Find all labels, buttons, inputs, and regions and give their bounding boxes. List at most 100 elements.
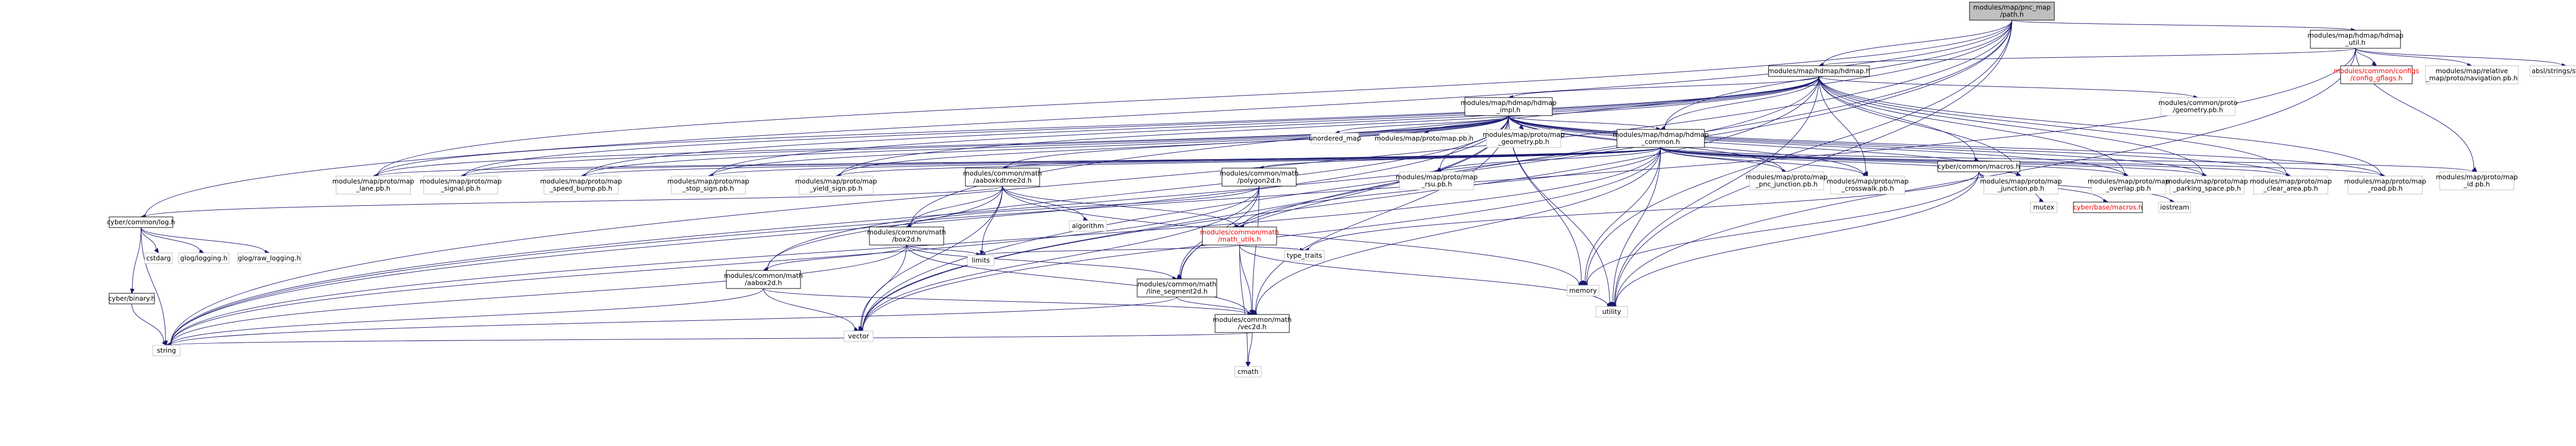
node-label-line: type_traits [1287, 251, 1322, 259]
edge-macros-to-utility [1611, 171, 1979, 308]
node-box [152, 345, 181, 356]
node-mutex: mutex [2030, 202, 2058, 213]
node-navigation_pb: modules/map/relative_map/proto/navigatio… [2425, 65, 2519, 84]
node-label-line: _pnc_junction.pb.h [1755, 180, 1817, 188]
node-hdmap_util[interactable]: modules/map/hdmap/hdmap_util.h [2307, 30, 2404, 49]
node-label-line: modules/map/proto/map [1827, 177, 1909, 185]
node-label-line: _geometry.pb.h [1498, 138, 1550, 146]
node-speed_bump_pb: modules/map/proto/map_speed_bump.pb.h [540, 176, 622, 195]
edge-aaboxkdtree2d-to-memory [1002, 186, 1584, 287]
node-math_utils[interactable]: modules/common/math/math_utils.h [1200, 226, 1279, 246]
node-road_pb: modules/map/proto/map_road.pb.h [2344, 176, 2426, 195]
node-label-line: _stop_sign.pb.h [682, 185, 734, 193]
edge-root-to-line_segment2d [1176, 20, 2012, 280]
node-label-line: cyber/common/macros.h [1938, 162, 2020, 170]
node-box [1137, 278, 1217, 298]
node-label-line: _parking_space.pb.h [2173, 185, 2241, 193]
node-geometry_pb: modules/common/proto/geometry.pb.h [2158, 97, 2238, 116]
node-crosswalk_pb: modules/map/proto/map_crosswalk.pb.h [1827, 176, 1909, 195]
node-aaboxkdtree2d[interactable]: modules/common/math/aaboxkdtree2d.h [963, 168, 1042, 187]
node-label-line: /geometry.pb.h [2173, 106, 2223, 114]
node-binary_h[interactable]: cyber/binary.h [108, 293, 155, 304]
node-box [2073, 202, 2143, 213]
node-box [2091, 176, 2166, 195]
node-box [1983, 176, 2059, 195]
node-box [2348, 176, 2423, 195]
edge-hdmap_impl-to-vec2d [1252, 115, 1509, 315]
node-box [1234, 366, 1262, 378]
node-label-line: _util.h [2345, 39, 2366, 47]
node-hdmap_h[interactable]: modules/map/hdmap/hdmap.h [1768, 65, 1870, 77]
node-label-line: /vec2d.h [1238, 323, 1267, 331]
node-box [1749, 171, 1824, 190]
node-label-line: _crosswalk.pb.h [1841, 185, 1894, 193]
edge-polygon2d-to-string [165, 186, 1260, 347]
node-label-line: modules/map/proto/map.pb.h [1375, 134, 1473, 142]
node-label-line: limits [972, 256, 990, 264]
node-label-line: modules/common/math [1213, 316, 1292, 323]
node-label-line: modules/common/proto [2158, 99, 2237, 107]
node-line_segment2d[interactable]: modules/common/math/line_segment2d.h [1137, 278, 1217, 298]
node-label-line: unordered_map [1309, 134, 1361, 142]
edge-math_utils-to-limits [980, 244, 1240, 257]
node-box [671, 176, 746, 195]
node-box [2169, 176, 2245, 195]
node-stop_sign_pb: modules/map/proto/map_stop_sign.pb.h [667, 176, 749, 195]
node-str_cat: absl/strings/str_cat.h [2529, 65, 2576, 77]
node-box [1379, 133, 1469, 144]
node-utility: utility [1595, 306, 1628, 318]
edge-hdmap_impl-to-hdmap_common [1508, 115, 1661, 132]
edge-math_utils-to-vec2d [1239, 244, 1254, 316]
node-box [1215, 314, 1290, 333]
node-box [1969, 2, 2055, 21]
node-label-line: _clear_area.pb.h [2263, 185, 2318, 193]
node-pnc_junction_pb: modules/map/proto/map_pnc_junction.pb.h [1746, 171, 1827, 190]
node-vector: vector [843, 330, 874, 342]
node-label-line: modules/common/math [963, 169, 1042, 177]
node-string: string [152, 345, 181, 356]
node-label-line: _junction.pb.h [1997, 185, 2044, 193]
node-label-line: modules/map/pnc_map [1973, 3, 2051, 11]
node-label-line: modules/common/configs [2334, 67, 2419, 75]
node-yield_sign_pb: modules/map/proto/map_yield_sign.pb.h [795, 176, 877, 195]
node-box [1069, 220, 1107, 232]
node-label-line: _road.pb.h [2367, 185, 2403, 193]
edge-log_h-to-binary_h [130, 227, 142, 294]
node-macros[interactable]: cyber/common/macros.h [1937, 161, 2020, 172]
node-label-line: modules/map/proto/map [2166, 177, 2248, 185]
node-box2d[interactable]: modules/common/math/box2d.h [867, 226, 946, 246]
node-box [1567, 285, 1599, 296]
node-rsu_pb: modules/map/proto/map_rsu.pb.h [1396, 171, 1478, 190]
node-unordered_map: unordered_map [1309, 133, 1361, 144]
node-label-line: modules/common/math [1200, 228, 1279, 236]
edge-root-to-hdmap_h [1818, 20, 2012, 67]
node-log_h[interactable]: cyber/common/log.h [107, 216, 175, 228]
node-config_gflags[interactable]: modules/common/configs/config_gflags.h [2334, 65, 2419, 84]
node-hdmap_common[interactable]: modules/map/hdmap/hdmap_common.h [1613, 129, 1709, 148]
node-box [237, 252, 302, 264]
edge-hdmap_util-to-str_cat [2355, 48, 2567, 68]
node-label-line: modules/map/proto/map [2436, 173, 2518, 181]
node-box [2160, 97, 2236, 116]
node-id_pb: modules/map/proto/map_id.pb.h [2436, 171, 2518, 190]
node-aabox2d[interactable]: modules/common/math/aabox2d.h [724, 270, 803, 289]
edge-aaboxkdtree2d-to-algorithm [1002, 186, 1089, 221]
node-polygon2d[interactable]: modules/common/math/polygon2d.h [1220, 168, 1299, 187]
node-vec2d[interactable]: modules/common/math/vec2d.h [1213, 314, 1292, 333]
node-label-line: _yield_sign.pb.h [809, 185, 863, 193]
node-label-line: modules/map/proto/map [1396, 173, 1478, 181]
edge-binary_h-to-string [131, 303, 167, 346]
node-label-line: modules/map/proto/map [1483, 130, 1565, 138]
node-label-line: modules/map/relative [2436, 67, 2508, 75]
node-root: modules/map/pnc_map/path.h [1969, 2, 2055, 21]
node-label-line: modules/map/proto/map [332, 177, 415, 185]
node-label-line: modules/map/proto/map [2344, 177, 2426, 185]
node-box [2158, 202, 2191, 213]
node-box [869, 226, 944, 246]
node-hdmap_impl[interactable]: modules/map/hdmap/hdmap_impl.h [1461, 97, 1557, 116]
node-label-line: modules/common/math [867, 228, 946, 236]
node-label-line: cyber/common/log.h [107, 218, 175, 226]
node-base_macros[interactable]: cyber/base/macros.h [2073, 202, 2143, 213]
node-label-line: _id.pb.h [2463, 180, 2490, 188]
